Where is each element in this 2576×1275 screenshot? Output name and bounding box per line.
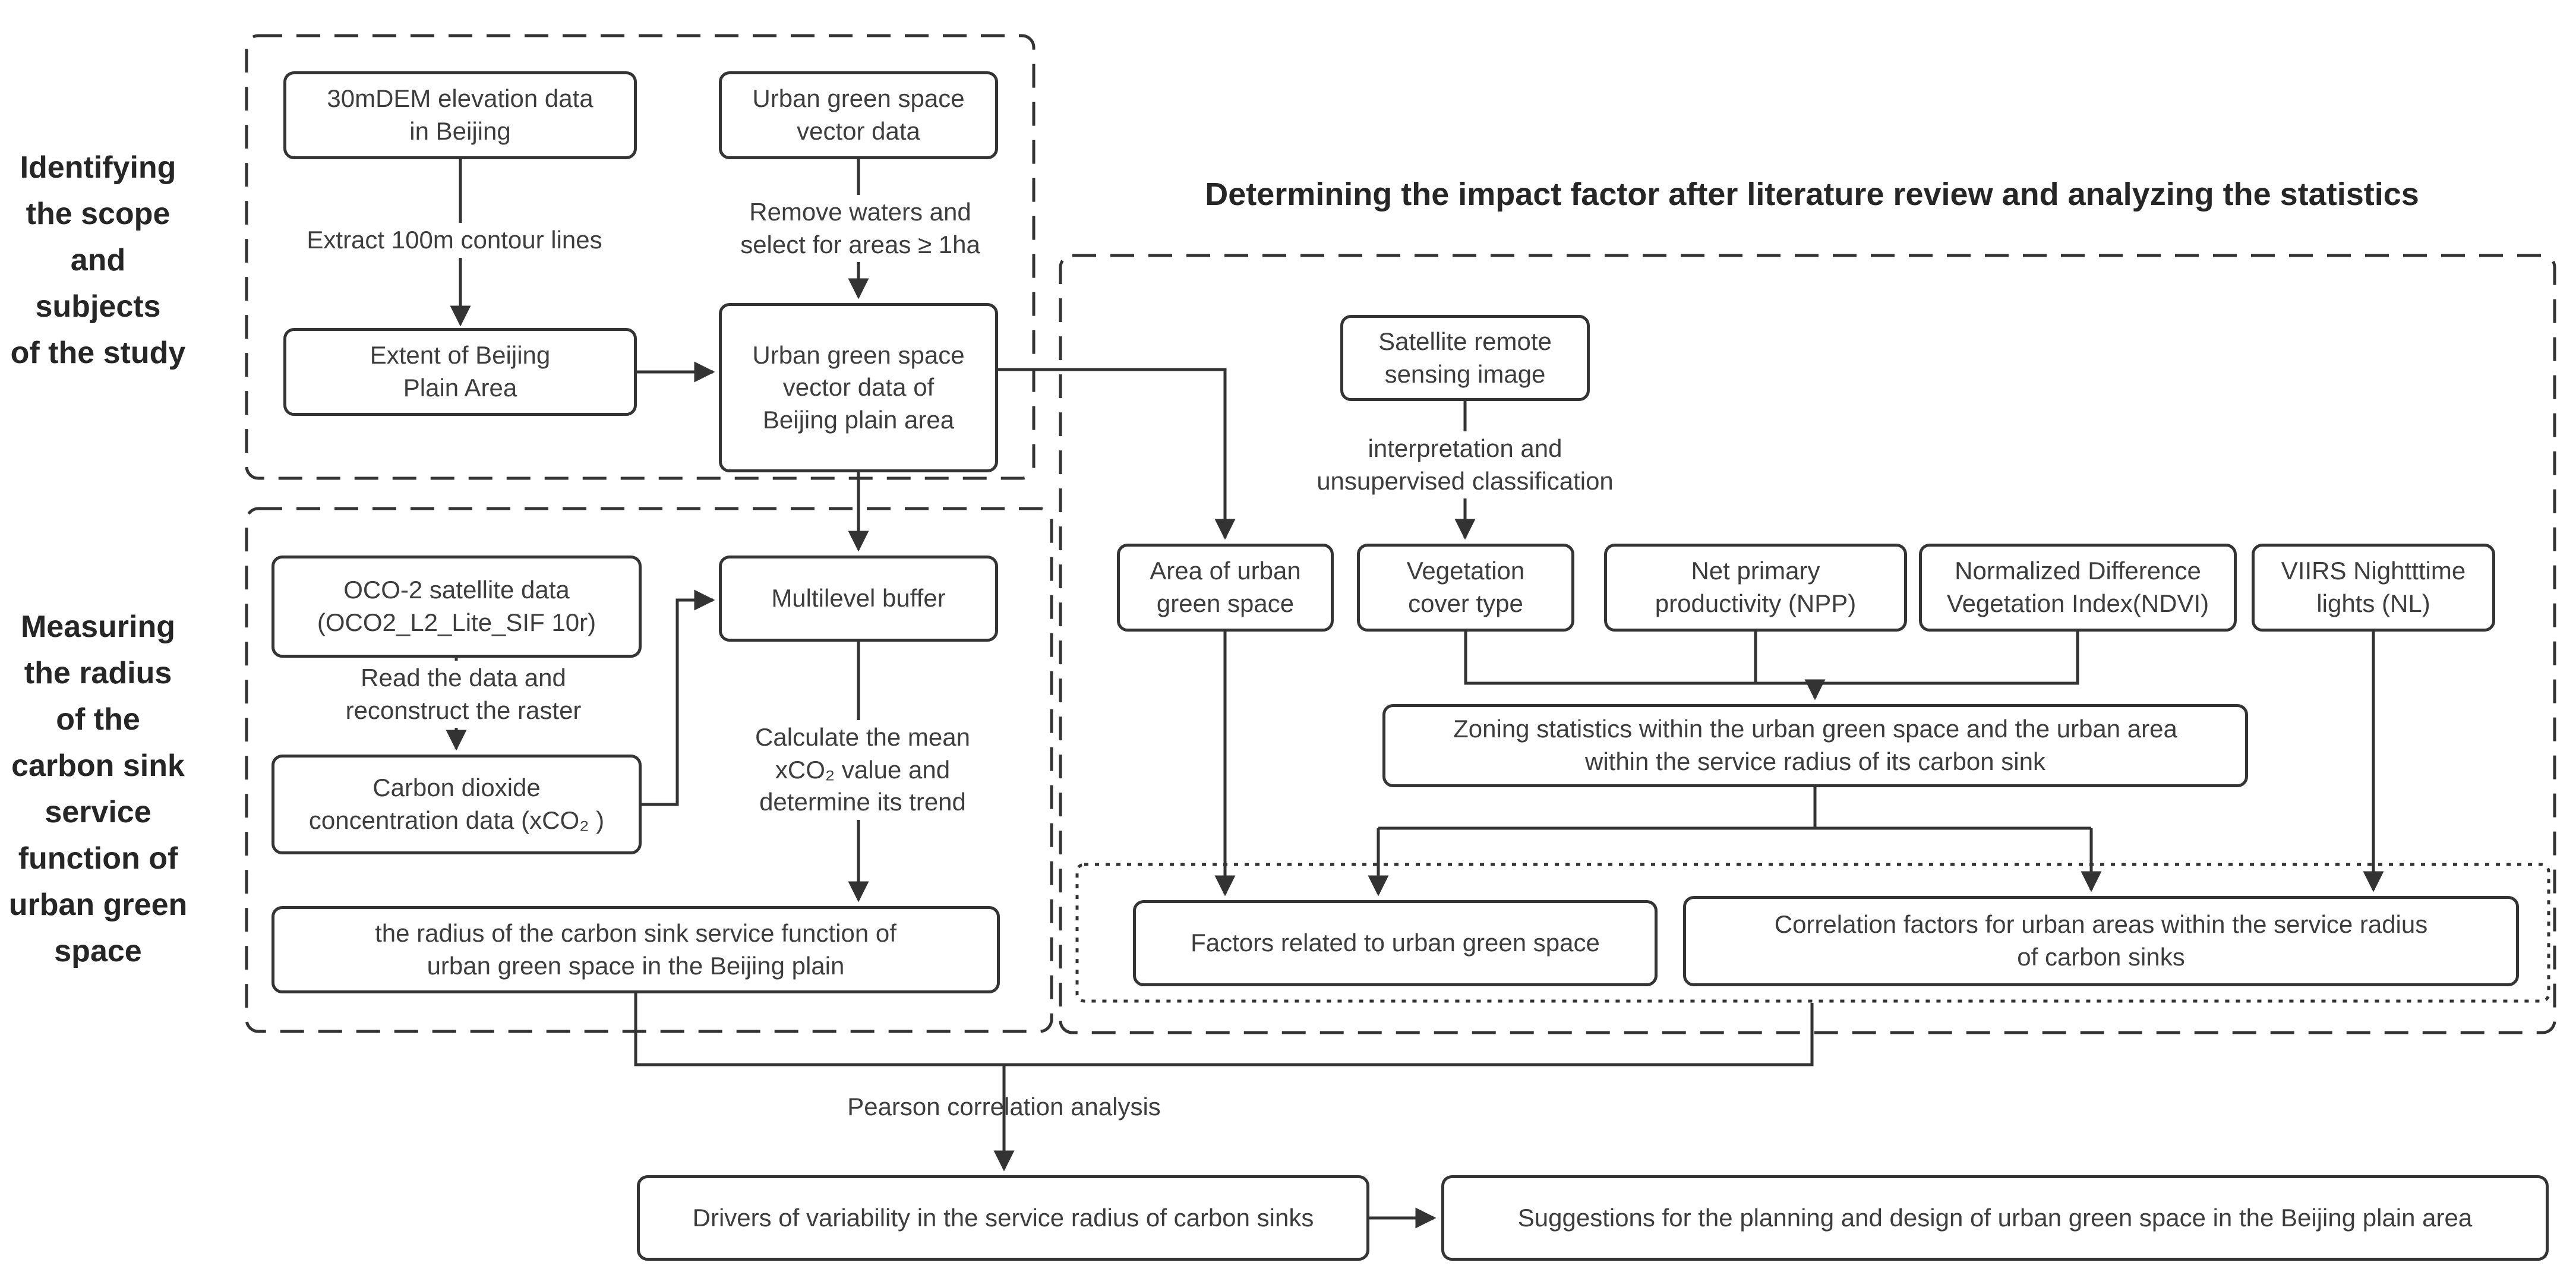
box-factors-related-ugs: Factors related to urban green space (1133, 900, 1658, 986)
box-dem-elevation-data: 30mDEM elevation data in Beijing (283, 71, 637, 159)
region-radius-dashed-box (245, 507, 1053, 1033)
region-factors-dotted-box (1075, 863, 2550, 1003)
line-results-merge (634, 993, 1814, 1066)
box-ugs-vector-data: Urban green space vector data (719, 71, 998, 159)
edge-label-interpretation: interpretation and unsupervised classifi… (1311, 431, 1620, 499)
box-drivers-of-variability: Drivers of variability in the service ra… (637, 1175, 1369, 1261)
arrow-ugsplain-to-areaugs (998, 368, 1236, 540)
box-net-primary-productivity: Net primary productivity (NPP) (1604, 544, 1907, 632)
box-multilevel-buffer: Multilevel buffer (719, 556, 998, 642)
line-vegcover-npp-ndvi-merge (1464, 632, 2079, 685)
box-satellite-remote-image: Satellite remote sensing image (1340, 315, 1590, 401)
box-area-of-ugs: Area of urban green space (1117, 544, 1334, 632)
edge-label-pearson-correlation: Pearson correlation analysis (847, 1093, 1161, 1121)
region-impact-dashed-box (1059, 254, 2556, 1034)
edge-label-read-reconstruct: Read the data and reconstruct the raster (339, 661, 588, 728)
arrow-co2-to-buffer (642, 589, 715, 806)
box-zoning-statistics: Zoning statistics within the urban green… (1382, 704, 2248, 787)
box-correlation-factors: Correlation factors for urban areas with… (1683, 896, 2519, 986)
box-ndvi: Normalized Difference Vegetation Index(N… (1919, 544, 2237, 632)
box-ugs-vector-plain-area: Urban green space vector data of Beijing… (719, 303, 998, 472)
edge-label-extract-contours: Extract 100m contour lines (301, 223, 608, 258)
box-vegetation-cover-type: Vegetation cover type (1357, 544, 1574, 632)
box-planning-suggestions: Suggestions for the planning and design … (1441, 1175, 2549, 1261)
line-zoning-split (1378, 787, 2091, 830)
side-label-identifying-scope: Identifying the scope and subjects of th… (10, 150, 186, 370)
edge-label-remove-waters: Remove waters and select for areas ≥ 1ha (734, 195, 986, 263)
side-label-measuring-radius: Measuring the radius of the carbon sink … (8, 610, 188, 968)
box-carbon-sink-radius: the radius of the carbon sink service fu… (272, 906, 1000, 993)
box-extent-beijing-plain: Extent of Beijing Plain Area (283, 328, 637, 416)
box-viirs-nighttime-lights: VIIRS Nightttime lights (NL) (2252, 544, 2495, 632)
edge-label-calculate-mean-xco2: Calculate the mean xCO₂ value and determ… (749, 720, 976, 820)
box-co2-concentration-data: Carbon dioxide concentration data (xCO₂ … (272, 755, 642, 854)
box-oco2-satellite-data: OCO-2 satellite data (OCO2_L2_Lite_SIF 1… (272, 556, 642, 658)
region-scope-dashed-box (245, 34, 1036, 480)
section-title-impact-factor: Determining the impact factor after lite… (1205, 176, 2419, 212)
